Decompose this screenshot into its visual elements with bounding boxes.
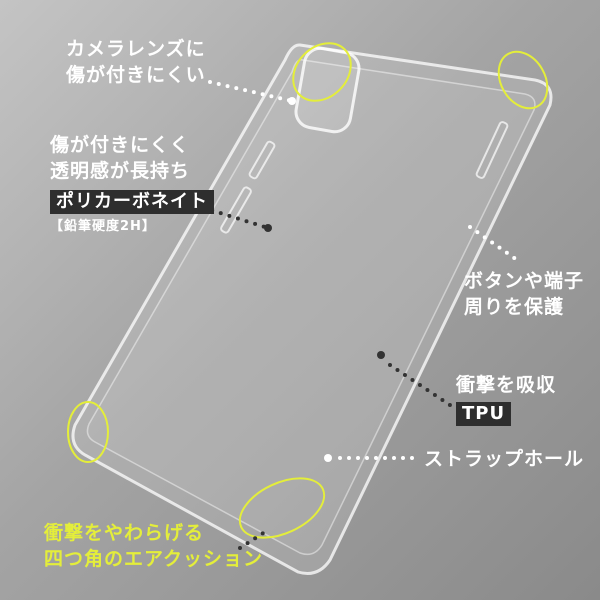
callout-back: 傷が付きにくく 透明感が長持ち ポリカーボネイト 【鉛筆硬度2H】 [50, 132, 214, 240]
callout-text: ボタンや端子 [464, 270, 585, 292]
material-tag: ポリカーボネイト [50, 190, 214, 214]
highlight-circles [67, 42, 549, 539]
callout-frame: 衝撃を吸収 TPU [456, 372, 556, 426]
callout-text: ストラップホール [424, 448, 585, 470]
callout-strap: ストラップホール [424, 446, 584, 472]
camera-cutout [294, 46, 361, 134]
callout-text: カメラレンズに [66, 38, 206, 60]
callout-buttons: ボタンや端子 周りを保護 [464, 268, 584, 320]
callout-text: 衝撃を吸収 [456, 374, 557, 396]
callout-text: 傷が付きにくい [66, 64, 206, 86]
callout-text: 透明感が長持ち [50, 160, 191, 182]
callout-camera: カメラレンズに 傷が付きにくい [66, 36, 206, 88]
callout-text: 周りを保護 [464, 296, 565, 318]
callout-corners: 衝撃をやわらげる 四つ角のエアクッション [44, 520, 263, 572]
callout-text: 衝撃をやわらげる [44, 522, 205, 544]
material-tag: TPU [456, 402, 512, 426]
hardness-note: 【鉛筆硬度2H】 [50, 219, 156, 234]
leader-dots [193, 80, 522, 550]
callout-text: 傷が付きにくく [50, 134, 190, 156]
phone-case [71, 43, 553, 575]
callout-text: 四つ角のエアクッション [44, 548, 264, 570]
